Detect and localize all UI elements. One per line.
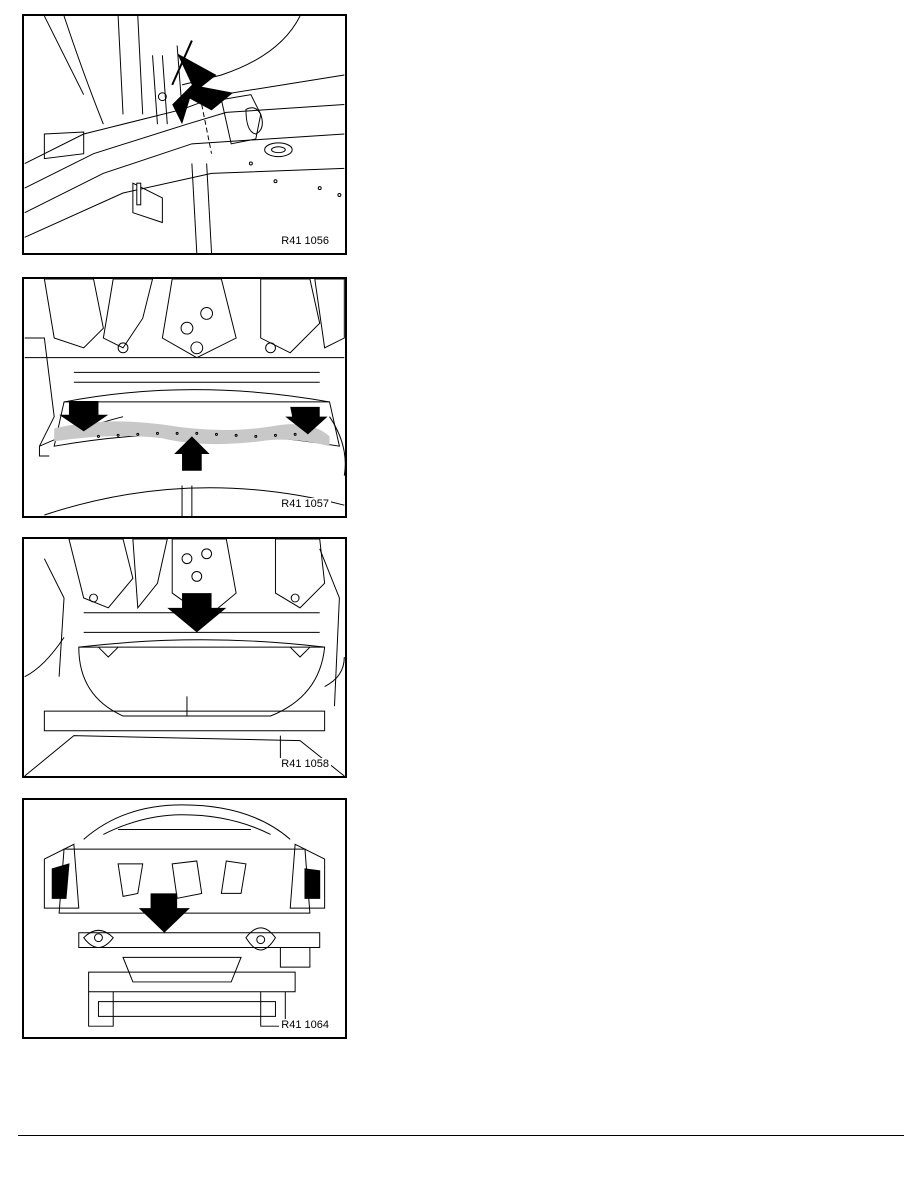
figure-label: R41 1057 <box>279 498 331 510</box>
figure-4-drawing <box>43 804 326 1027</box>
figure-1: R41 1056 <box>22 14 347 255</box>
figure-label: R41 1058 <box>279 758 331 770</box>
figure-label: R41 1056 <box>279 235 331 247</box>
figure-1-drawing <box>24 16 345 253</box>
figure-3: R41 1058 <box>22 537 347 778</box>
figure-2: R41 1057 <box>22 277 347 518</box>
figure-3-drawing <box>24 539 345 776</box>
footer-divider <box>18 1135 904 1136</box>
figure-2-drawing <box>24 279 345 516</box>
figure-4: R41 1064 <box>22 798 347 1039</box>
figure-label: R41 1064 <box>279 1019 331 1031</box>
